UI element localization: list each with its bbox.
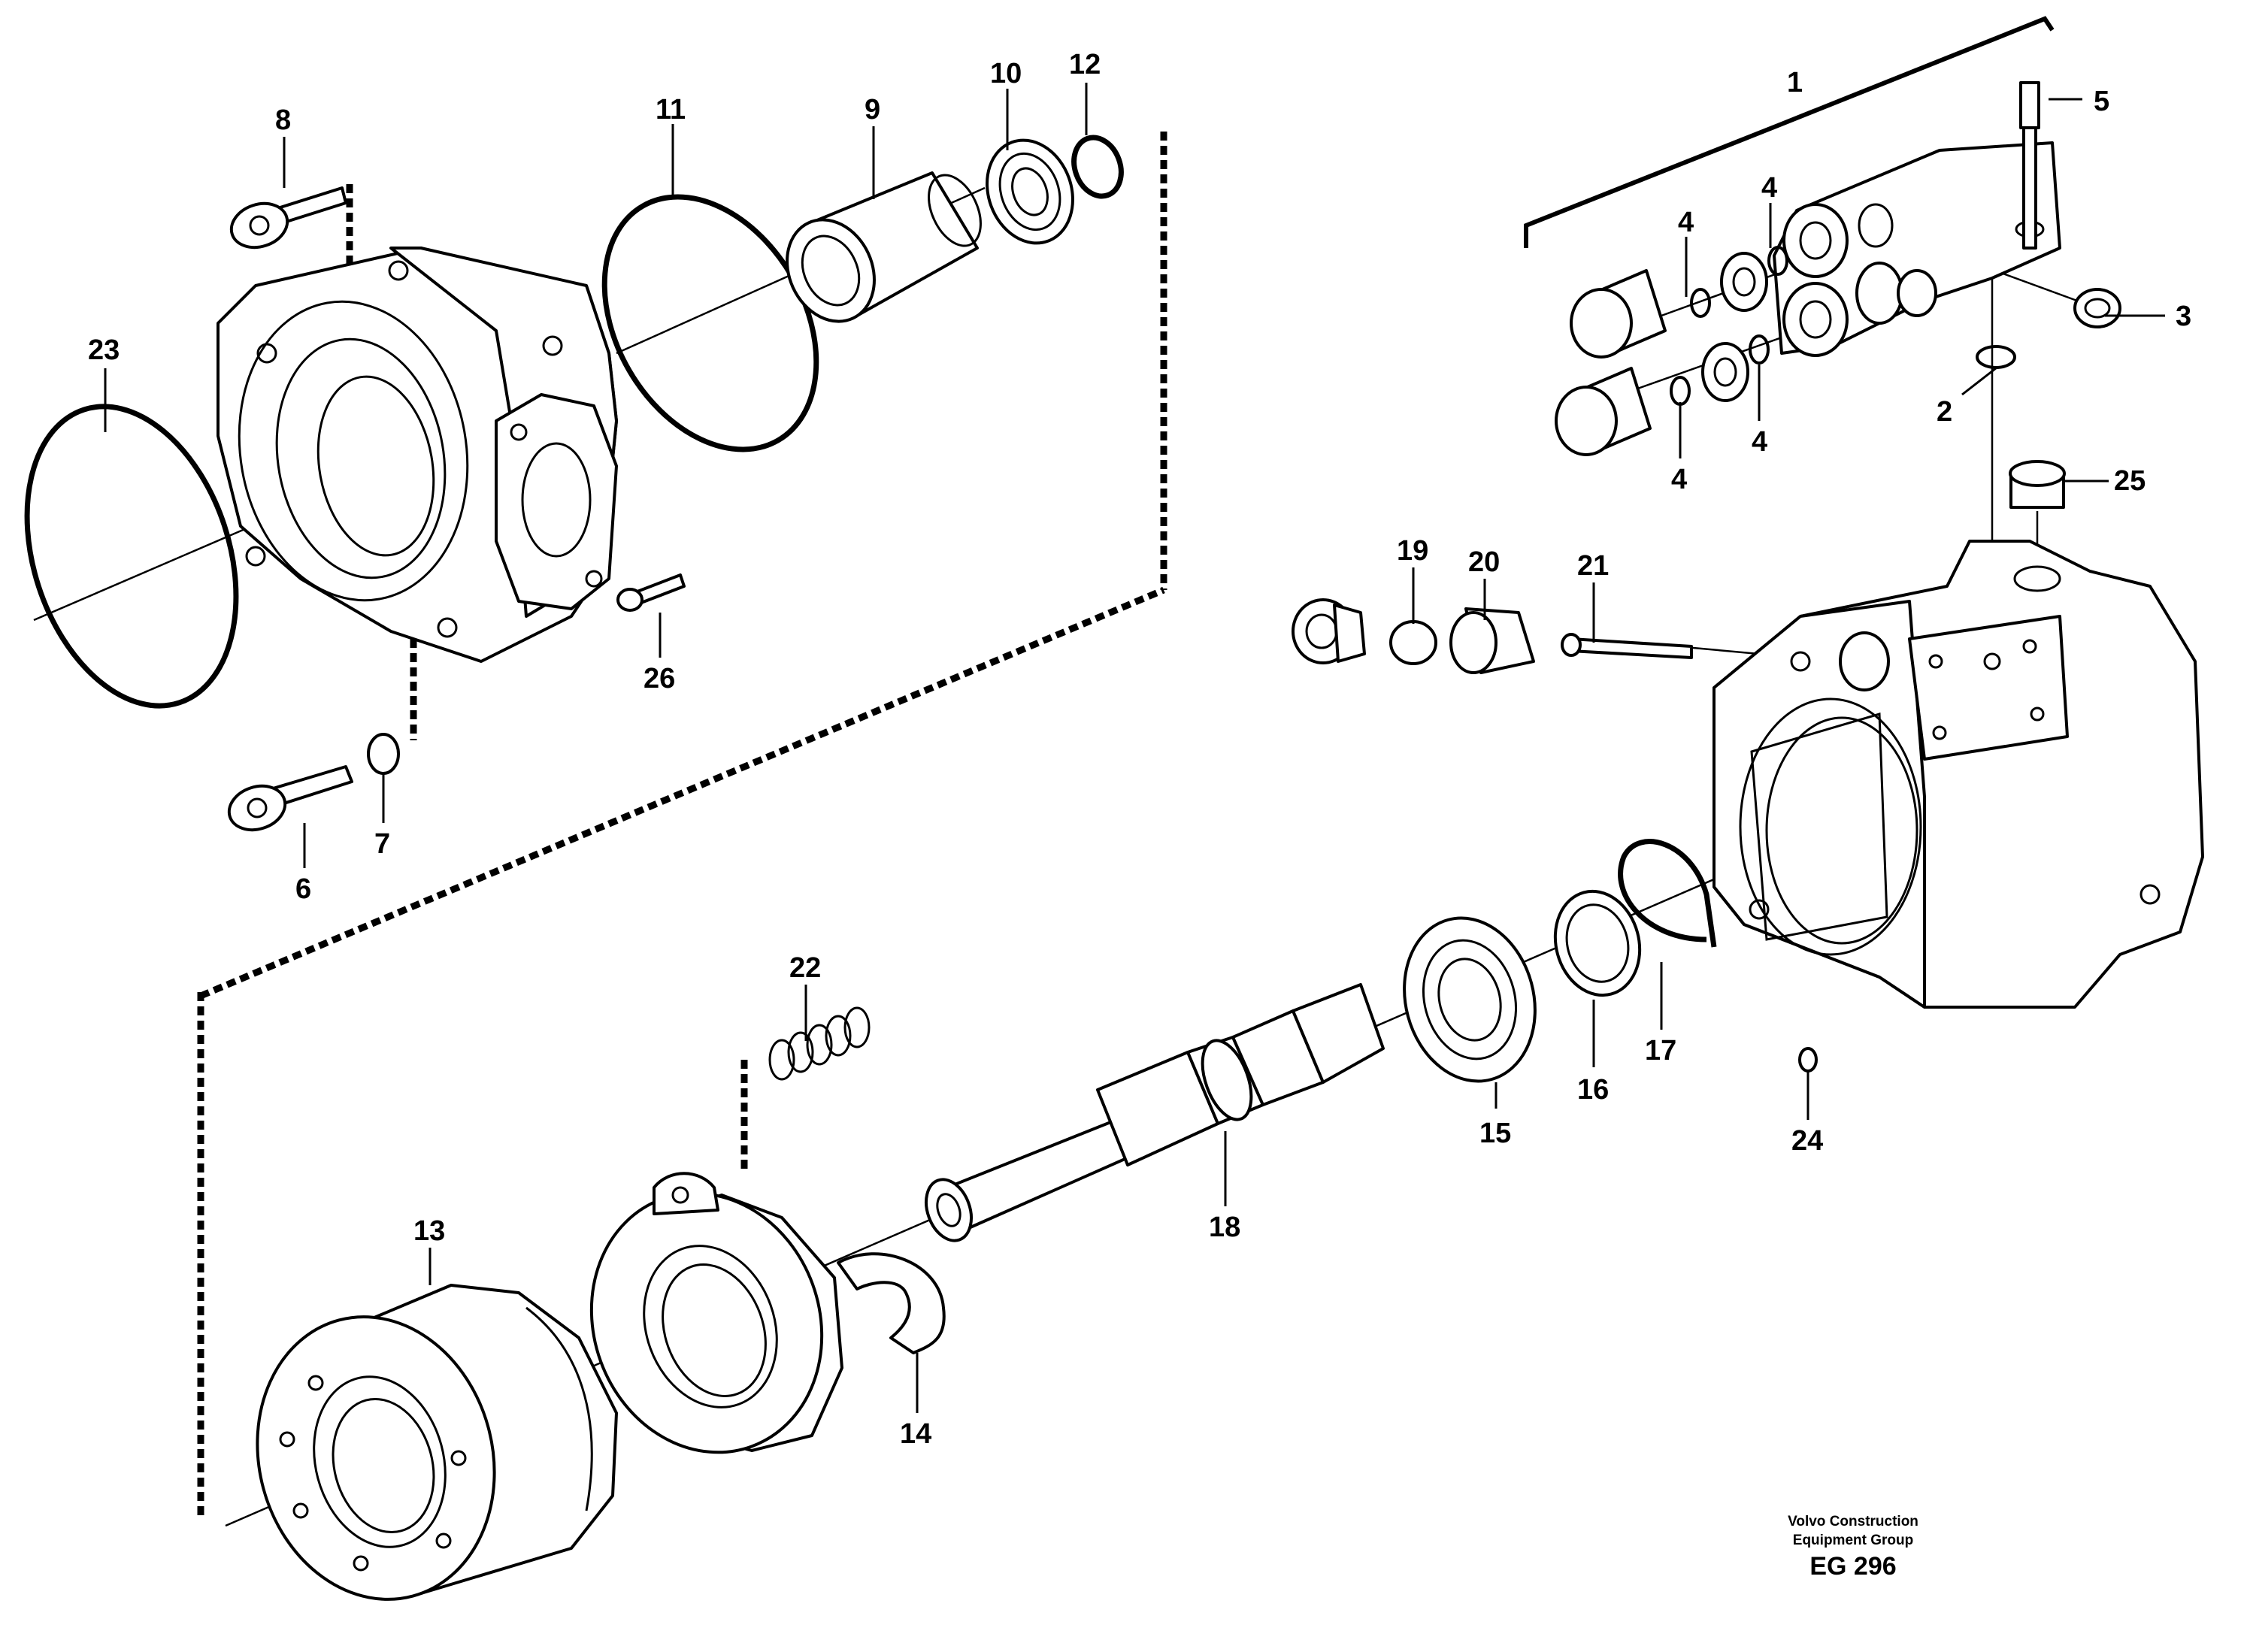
plug-25: [2009, 460, 2066, 509]
cap-screw-8: [229, 186, 347, 250]
caption-line-2: Equipment Group: [1793, 1532, 1913, 1548]
o-ring-24: [1798, 1047, 1818, 1073]
callout-13: 13: [413, 1215, 445, 1247]
caption-line-1: Volvo Construction: [1788, 1514, 1918, 1529]
callout-24: 24: [1791, 1125, 1823, 1157]
clip-14: [837, 1252, 946, 1354]
callout-15: 15: [1479, 1118, 1511, 1149]
leader-lines: [104, 83, 2165, 1413]
o-ring-4-a: [1690, 288, 1711, 318]
o-ring-4-b: [1767, 246, 1788, 276]
pin-21: [1561, 633, 1693, 659]
nut-lower: [1701, 342, 1749, 402]
callout-14: 14: [900, 1418, 931, 1450]
o-ring-2: [1976, 345, 2016, 369]
ball-19: [1389, 620, 1437, 665]
callout-12: 12: [1069, 49, 1101, 80]
drive-shaft-18: [925, 983, 1385, 1242]
callout-5: 5: [2094, 86, 2109, 117]
assembly-dash-diagonal: [199, 586, 1165, 1000]
screw-26: [616, 573, 686, 612]
adjuster-fitting: [1292, 598, 1366, 664]
callout-6: 6: [295, 873, 311, 905]
valve-caps: [1555, 246, 1788, 456]
callout-4-c: 4: [1671, 464, 1687, 495]
callout-1: 1: [1787, 67, 1803, 98]
callout-25: 25: [2114, 465, 2146, 497]
cap-screw-6: [227, 765, 353, 832]
callout-18: 18: [1209, 1212, 1240, 1243]
screw-5: [2019, 81, 2040, 250]
callout-21: 21: [1577, 550, 1609, 582]
o-ring-4-c: [1670, 376, 1691, 406]
o-ring-4-d: [1749, 334, 1770, 365]
bracket-1: [1524, 16, 2055, 248]
nut-upper: [1720, 252, 1768, 312]
callout-3: 3: [2176, 301, 2191, 332]
washer-7: [367, 733, 400, 775]
callout-8: 8: [275, 104, 291, 136]
drawing-code: EG 296: [1809, 1552, 1896, 1581]
pump-housing: [1713, 540, 2204, 1009]
callout-4-a: 4: [1678, 207, 1694, 238]
snap-ring-12: [1071, 135, 1124, 199]
callout-16: 16: [1577, 1074, 1609, 1106]
callout-23: 23: [88, 334, 120, 366]
callout-9: 9: [865, 94, 880, 126]
ball-bearing-15: [1403, 916, 1537, 1083]
flange-housing: [217, 247, 618, 663]
ball-bearing-10: [986, 138, 1074, 245]
valve-block: [1773, 141, 2061, 357]
piston-20: [1449, 607, 1535, 674]
callout-26: 26: [644, 663, 675, 694]
o-ring-23: [24, 404, 239, 709]
callout-17: 17: [1645, 1035, 1676, 1067]
snap-ring-17: [1618, 839, 1717, 948]
callout-4-b: 4: [1761, 172, 1777, 204]
plug-3: [2073, 288, 2121, 328]
swash-plate: [589, 1172, 843, 1454]
callout-11: 11: [656, 94, 686, 126]
cylinder-barrel-13: [256, 1284, 618, 1601]
bushing-9: [786, 171, 982, 323]
callout-2: 2: [1937, 396, 1952, 428]
callout-7: 7: [374, 828, 390, 860]
callout-10: 10: [990, 58, 1022, 89]
callout-22: 22: [789, 952, 821, 984]
callout-19: 19: [1397, 535, 1428, 567]
callout-4-d: 4: [1752, 426, 1767, 458]
seal-16: [1553, 889, 1642, 997]
spring-22: [768, 1006, 871, 1081]
callout-20: 20: [1468, 546, 1500, 578]
